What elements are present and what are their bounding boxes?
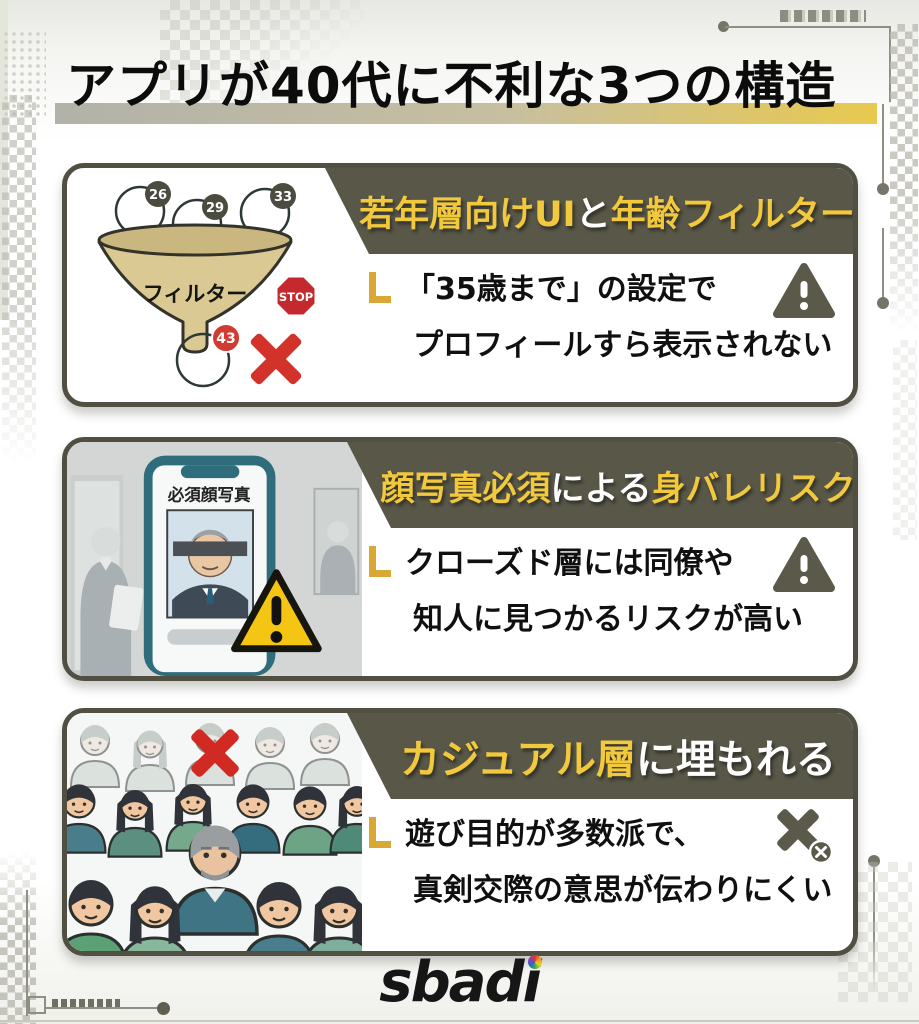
- bullet-elbow-icon: [369, 272, 391, 303]
- svg-text:STOP: STOP: [279, 290, 313, 304]
- circuit-dot: [718, 21, 729, 32]
- title-underline: [55, 103, 877, 124]
- body-line: 「35歳まで」の設定で: [405, 272, 717, 307]
- pixel-column-right: [890, 24, 918, 334]
- warning-triangle-icon: [773, 537, 835, 592]
- phone-screen-label: 必須顔写真: [167, 485, 251, 505]
- circuit-line: [882, 104, 884, 184]
- header-segment: 年齢フィルター: [610, 194, 855, 235]
- middle-aged-man: [171, 825, 259, 936]
- circuit-dot: [868, 855, 880, 867]
- brand-logo-text: sbadi: [379, 950, 541, 1015]
- bullet-elbow-icon: [369, 546, 391, 577]
- card-body: クローズド層には同僚や 知人に見つかるリスクが高い: [367, 536, 841, 647]
- cross-icon: [250, 333, 302, 385]
- card-age-filter: フィルター 26 29 33 STOP: [62, 163, 858, 407]
- card-face-photo-risk: 必須顔写真: [62, 437, 858, 681]
- card-casual-crowd: カジュアル層に埋もれる 遊び目的が多数派で、 真剣交際の意思が伝わりにくい: [62, 708, 858, 956]
- body-line: 遊び目的が多数派で、: [405, 817, 704, 852]
- svg-text:33: 33: [274, 190, 292, 205]
- card-body-panel: [339, 252, 853, 402]
- circuit-line: [889, 26, 891, 102]
- card-body-text: 「35歳まで」の設定で プロフィールすら表示されない: [405, 262, 841, 373]
- x-circle-icon: [777, 809, 834, 865]
- censored-face-photo: [166, 509, 254, 619]
- page-title: アプリが40代に不利な3つの構造: [66, 57, 837, 115]
- dot-grid-top-left: [2, 30, 46, 118]
- header-segment: カジュアル層: [400, 737, 636, 783]
- age-badge-43: 43: [211, 323, 241, 353]
- svg-text:43: 43: [216, 331, 235, 347]
- circuit-line: [725, 26, 891, 28]
- header-segment: による: [550, 468, 652, 509]
- circuit-dot: [877, 183, 889, 195]
- header-segment: と: [575, 194, 611, 235]
- header-segment: 顔写真必須: [380, 468, 551, 509]
- body-line: 真剣交際の意思が伝わりにくい: [413, 872, 833, 908]
- card-body-panel: [362, 526, 853, 676]
- page-header: アプリが40代に不利な3つの構造: [55, 46, 877, 138]
- funnel-illustration-svg: フィルター 26 29 33 STOP: [97, 181, 318, 402]
- pixel-column-left: [2, 95, 36, 465]
- brand-logo: sbadi: [379, 950, 542, 1015]
- header-segment: 若年層向けUI: [359, 194, 576, 235]
- phone-illustration-svg: 必須顔写真: [70, 442, 360, 676]
- circuit-dot: [877, 297, 889, 309]
- footer: sbadi: [0, 950, 919, 1015]
- card-body-text: クローズド層には同僚や 知人に見つかるリスクが高い: [405, 536, 841, 647]
- brand-logo-rainbow-dot-icon: [527, 955, 542, 969]
- bottom-edge-line: [0, 1020, 919, 1022]
- age-badge-29: 29: [202, 194, 228, 220]
- left-edge-band: [0, 0, 8, 320]
- svg-text:29: 29: [206, 201, 224, 216]
- body-line: プロフィールすら表示されない: [413, 327, 833, 363]
- pixel-column-right-faint: [893, 340, 917, 540]
- warning-triangle-yellow-icon: [231, 569, 322, 653]
- phone-illustration: 必須顔写真: [67, 442, 362, 676]
- silhouette-frame: [313, 487, 360, 596]
- header-segment: 身バレリスク: [651, 468, 856, 509]
- crowd-illustration: [67, 713, 362, 951]
- pixel-row-top-right: [780, 10, 866, 22]
- cross-icon: [191, 729, 239, 777]
- card-header-title: 顔写真必須による身バレリスク: [380, 461, 856, 510]
- card-header-band: 顔写真必須による身バレリスク: [347, 442, 853, 528]
- funnel-label: フィルター: [143, 282, 248, 306]
- funnel-illustration: フィルター 26 29 33 STOP: [67, 168, 339, 402]
- svg-text:26: 26: [149, 188, 167, 203]
- body-line: 知人に見つかるリスクが高い: [413, 601, 803, 637]
- circuit-line: [882, 228, 884, 298]
- card-body-text: 遊び目的が多数派で、 真剣交際の意思が伝わりにくい: [405, 807, 841, 918]
- body-line: クローズド層には同僚や: [405, 546, 734, 581]
- card-body: 遊び目的が多数派で、 真剣交際の意思が伝わりにくい: [367, 807, 841, 918]
- card-header-title: 若年層向けUIと年齢フィルター: [359, 186, 855, 237]
- header-segment: に埋もれる: [636, 737, 836, 783]
- phone: 必須顔写真: [143, 455, 276, 676]
- age-badge-33: 33: [270, 183, 296, 209]
- card-header-band: カジュアル層に埋もれる: [347, 713, 853, 799]
- card-body-panel: [362, 797, 853, 951]
- card-header-title: カジュアル層に埋もれる: [400, 727, 836, 785]
- silhouette-businessman: [80, 526, 144, 676]
- age-badge-26: 26: [145, 181, 171, 207]
- bullet-elbow-icon: [369, 817, 391, 848]
- stop-sign: STOP: [274, 274, 318, 318]
- card-body: 「35歳まで」の設定で プロフィールすら表示されない: [367, 262, 841, 373]
- card-header-band: 若年層向けUIと年齢フィルター: [325, 168, 853, 254]
- crowd-illustration-svg: [67, 713, 362, 951]
- warning-triangle-icon: [773, 263, 835, 318]
